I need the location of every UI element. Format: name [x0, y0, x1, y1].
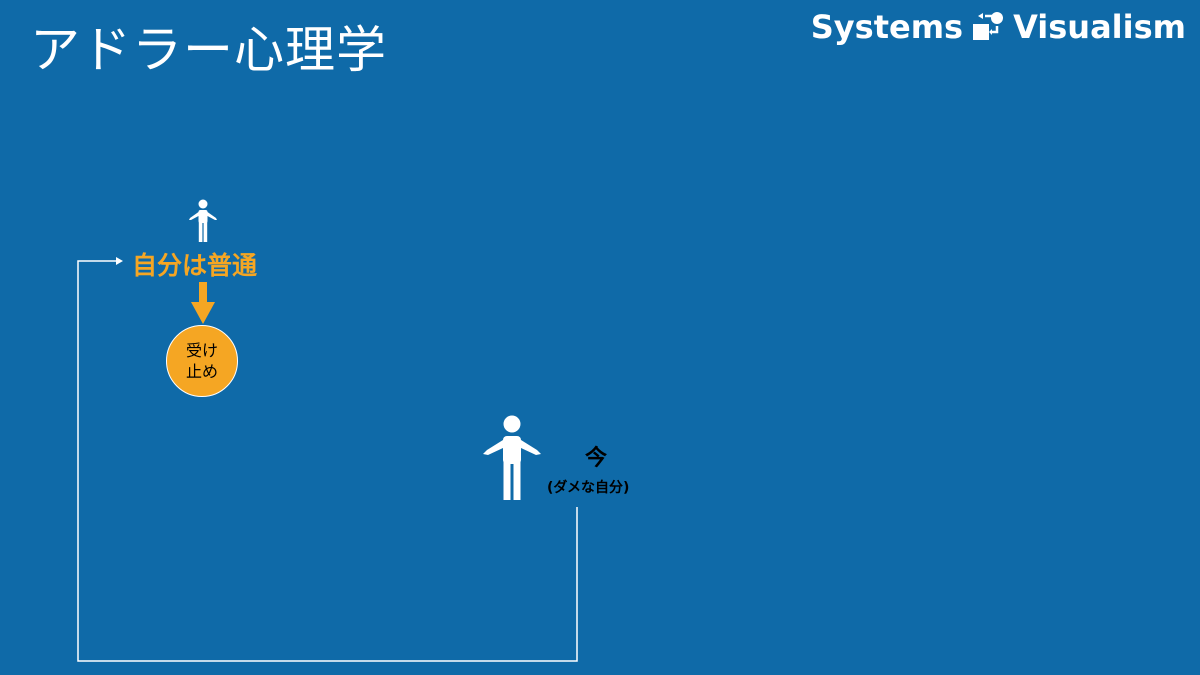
systems-visualism-logo-icon	[973, 12, 1004, 40]
small-person-icon	[189, 199, 217, 242]
brand-text-visualism: Visualism	[1013, 8, 1186, 46]
now-sub-label: (ダメな自分)	[547, 480, 630, 496]
arrow-down-icon	[191, 282, 215, 324]
page-title: アドラー心理学	[30, 21, 387, 79]
accept-line-1: 受け	[185, 341, 218, 360]
normal-self-label: 自分は普通	[132, 251, 258, 280]
now-label: 今	[585, 446, 608, 471]
brand-text-systems: Systems	[810, 8, 964, 46]
accept-circle: 受け 止め	[166, 325, 238, 397]
large-person-icon	[483, 415, 541, 500]
brand: Systems Visualism	[811, 8, 1186, 46]
accept-line-2: 止め	[185, 362, 218, 381]
